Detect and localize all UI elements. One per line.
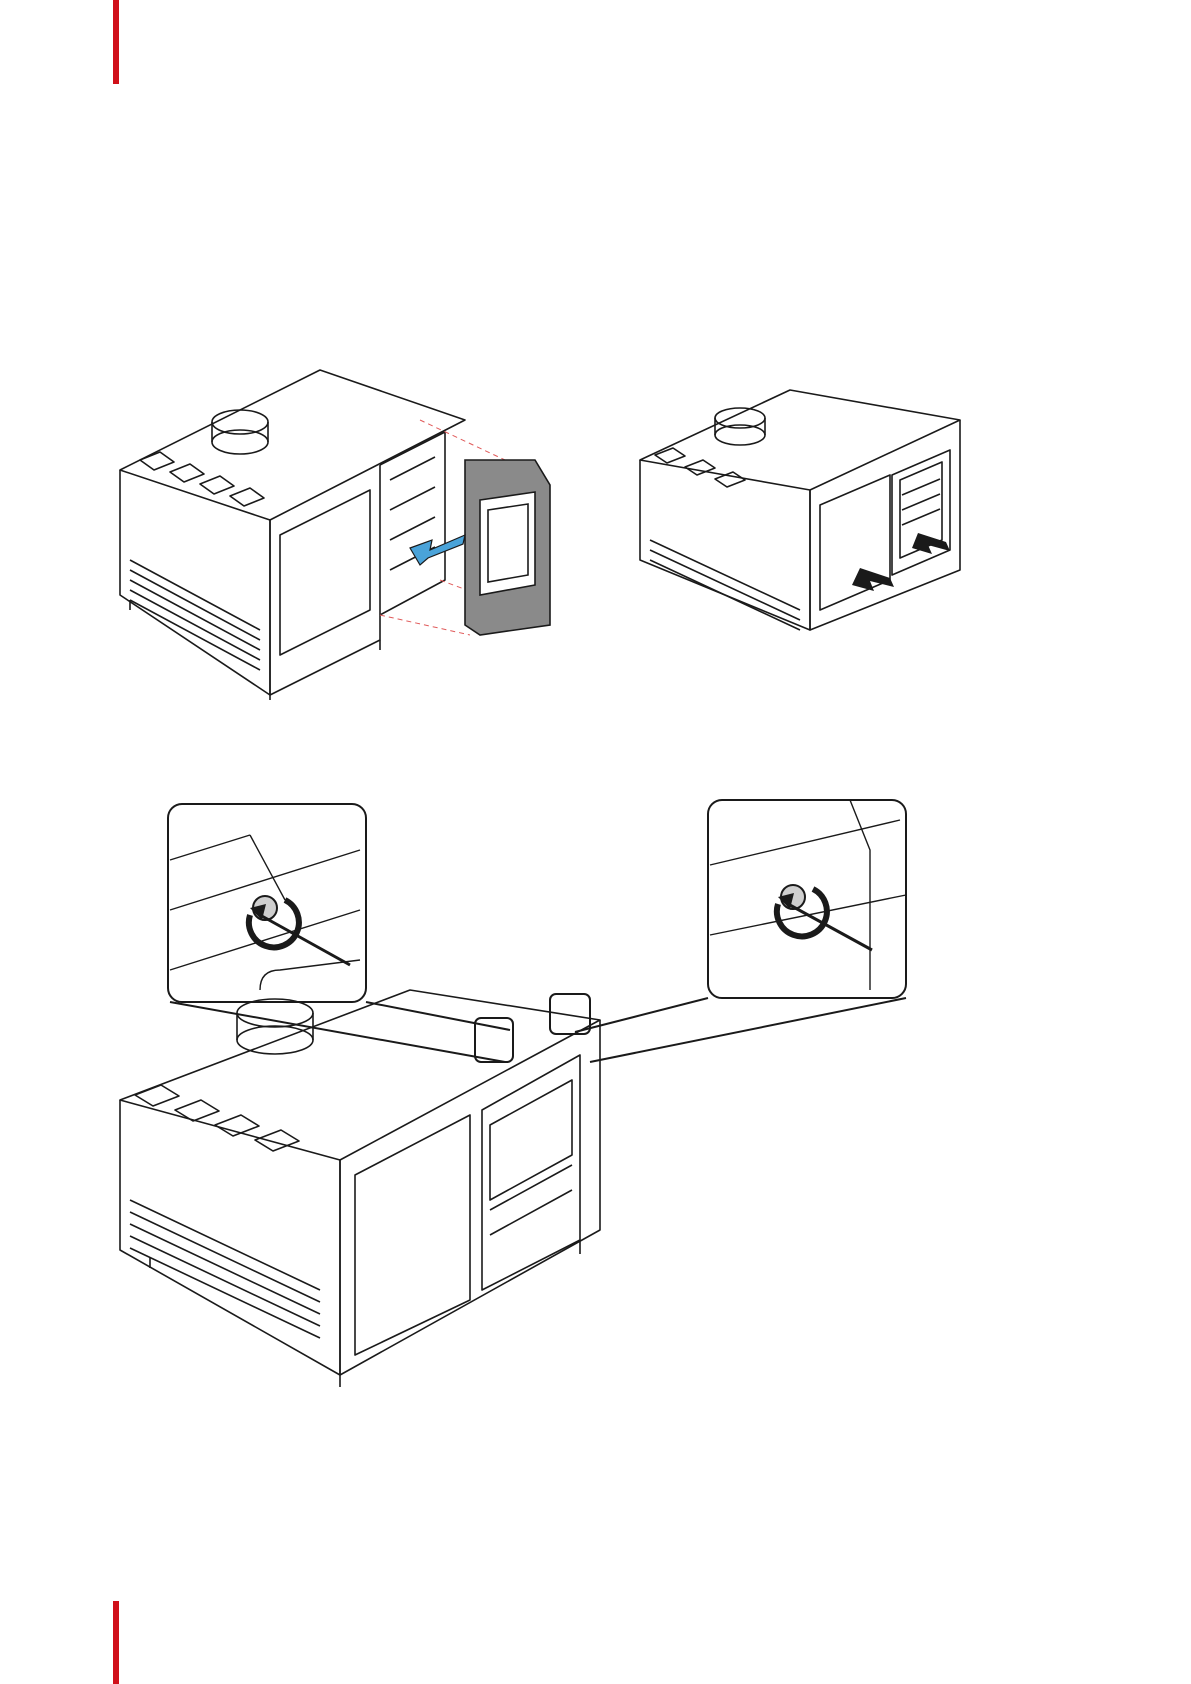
projector-screw-fastening-detail-illustration (110, 790, 940, 1410)
page-accent-bar-top (113, 0, 119, 84)
projector-cover-insert-illustration (110, 360, 610, 700)
projector-cover-push-illustration (630, 380, 1010, 660)
page-accent-bar-bottom (113, 1601, 119, 1684)
